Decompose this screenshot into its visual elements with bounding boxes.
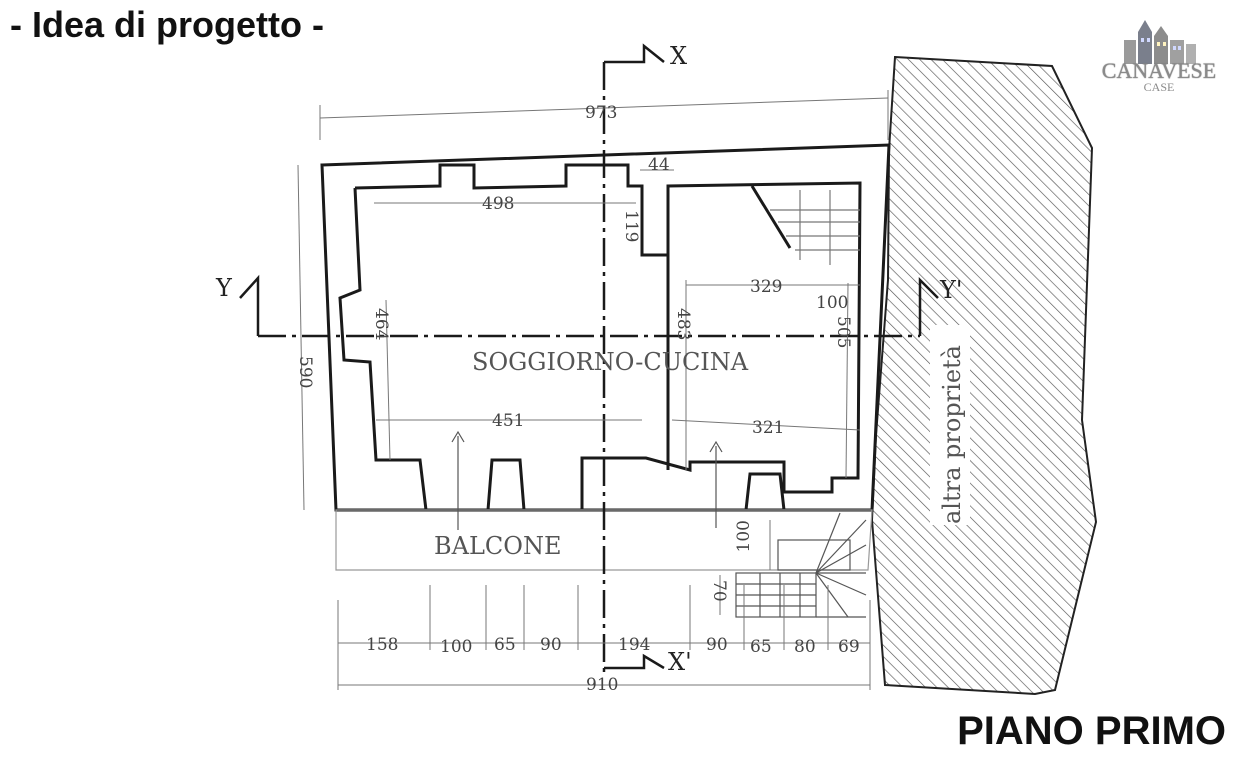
dim-left-height: 590 — [295, 356, 315, 388]
dim-total-top: 973 — [585, 103, 617, 123]
brand-logo: CANAVESE CASE — [1086, 14, 1232, 100]
pier — [486, 458, 526, 512]
neighbor-property — [870, 55, 1098, 696]
houses-icon — [1124, 20, 1196, 64]
dim-bottom-segment: 90 — [706, 635, 728, 655]
section-lines — [239, 43, 939, 672]
header-title: - Idea di progetto - — [10, 4, 324, 45]
floor-title: PIANO PRIMO — [957, 709, 1226, 753]
neighbor-label: altra proprietà — [938, 345, 966, 524]
axis-label-x-prime: X' — [668, 648, 692, 676]
inner-wall-left — [354, 163, 862, 510]
dim-bottom-segment: 69 — [838, 637, 860, 657]
dim-wall-step: 119 — [621, 210, 641, 242]
balcony-outline — [335, 509, 873, 571]
interior-stair — [750, 185, 860, 265]
dim-inner-top-left: 498 — [482, 194, 514, 214]
room-label-living: SOGGIORNO-CUCINA — [472, 348, 749, 376]
dim-stair-depth: 70 — [709, 580, 729, 602]
outer-wall — [320, 143, 891, 512]
dim-bottom-segment: 158 — [366, 635, 398, 655]
dim-stair-gap: 100 — [816, 293, 848, 313]
dim-bottom-segment: 65 — [750, 637, 772, 657]
exterior-stair — [735, 512, 867, 618]
dim-niche: 44 — [648, 155, 670, 175]
dim-total-bottom: 910 — [586, 675, 618, 695]
dim-middle-height: 483 — [673, 308, 693, 340]
neighbor-label-bg — [930, 325, 970, 525]
logo-name: CANAVESE — [1101, 58, 1217, 83]
dim-right-height: 505 — [833, 316, 853, 348]
room-label-balcony: BALCONE — [434, 532, 561, 560]
dim-inner-top-right: 329 — [750, 277, 782, 297]
entry-arrows — [451, 430, 723, 530]
axis-label-y: Y — [215, 274, 233, 302]
dim-balcony-depth: 100 — [734, 520, 754, 552]
axis-label-y-prime: Y' — [939, 276, 962, 304]
pier — [744, 472, 786, 512]
dim-bottom-segment: 80 — [794, 637, 816, 657]
dimension-lines — [297, 90, 889, 690]
axis-label-x: X — [670, 42, 687, 70]
dim-bottom-segment: 90 — [540, 635, 562, 655]
dim-bottom-segment: 194 — [618, 635, 650, 655]
dim-left-inner-height: 464 — [371, 308, 391, 340]
inner-wall-west — [338, 187, 428, 511]
dim-inner-bottom-right: 321 — [752, 418, 784, 438]
dim-inner-bottom-left: 451 — [492, 411, 524, 431]
dim-bottom-segment: 100 — [440, 637, 472, 657]
dim-bottom-segment: 65 — [494, 635, 516, 655]
logo-subtitle: CASE — [1143, 80, 1175, 94]
